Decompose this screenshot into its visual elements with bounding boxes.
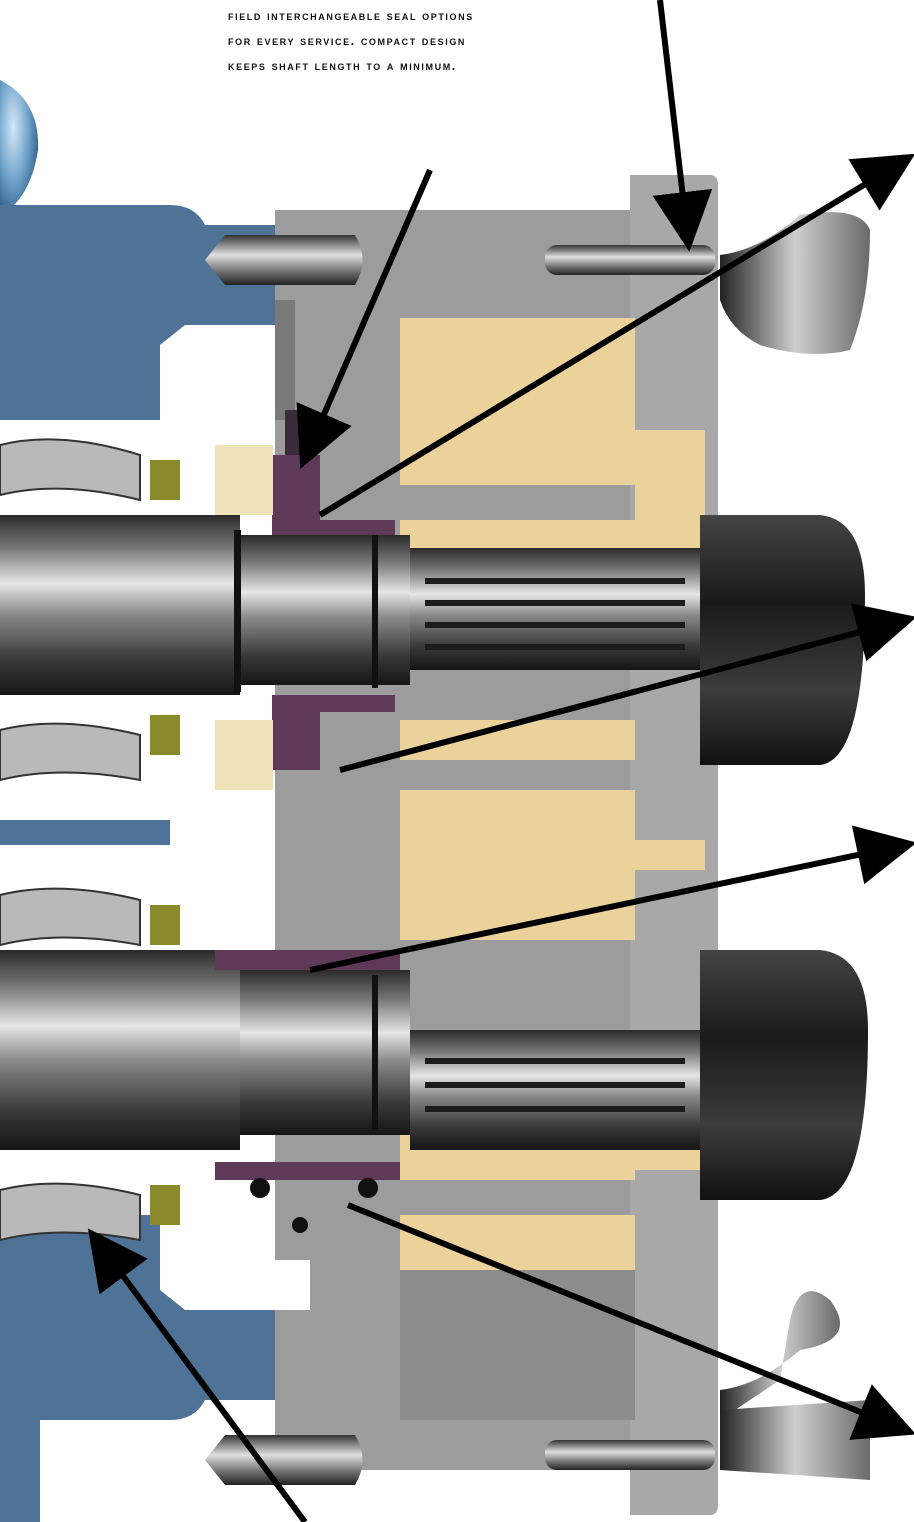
caption-line-3: keeps shaft length to a minimum. bbox=[228, 59, 457, 73]
arrow-top-bolt bbox=[652, 0, 713, 252]
o-rings bbox=[250, 1178, 378, 1233]
roller-bearings bbox=[0, 438, 141, 1242]
blue-sphere-fragment bbox=[0, 80, 39, 215]
arrow-field-seal bbox=[296, 168, 433, 470]
arrow-lower-seal bbox=[346, 1202, 914, 1440]
arrow-lower-sleeve bbox=[309, 825, 914, 973]
callout-arrows bbox=[87, 0, 914, 1522]
upper-shaft bbox=[0, 515, 710, 695]
seal-caption: Field Interchangeable seal options for e… bbox=[228, 4, 608, 79]
bushings bbox=[215, 445, 273, 790]
rotor-upper bbox=[400, 318, 705, 940]
wing-knobs bbox=[720, 212, 870, 1480]
arrow-bearing bbox=[87, 1228, 308, 1522]
arrow-middle-seal bbox=[339, 603, 914, 773]
end-caps bbox=[700, 515, 868, 1200]
caption-line-2: for every service. Compact design bbox=[228, 34, 467, 48]
bolts bbox=[205, 235, 715, 1485]
lower-shaft bbox=[0, 950, 710, 1150]
seal-sleeves bbox=[215, 410, 400, 1180]
arrow-upper-sleeve bbox=[318, 153, 914, 518]
caption-line-1: Field Interchangeable seal options bbox=[228, 9, 474, 23]
bearing-housing bbox=[0, 205, 275, 1522]
lip-seals bbox=[150, 460, 180, 1225]
